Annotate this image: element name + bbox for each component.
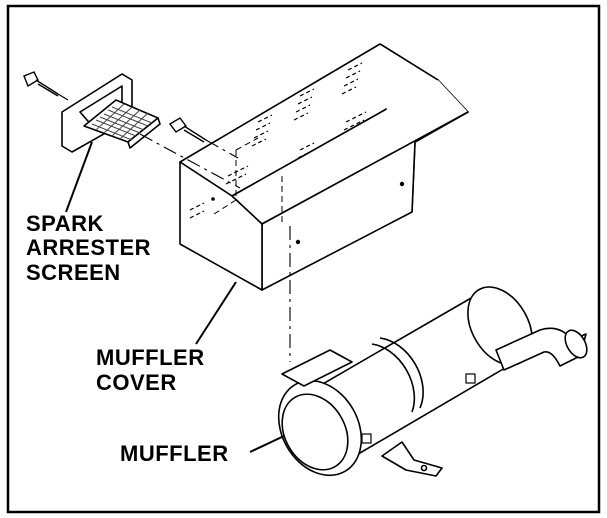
muffler-studs <box>361 373 476 444</box>
label-muffler-cover-line1: MUFFLER <box>96 345 205 370</box>
muffler-top-bracket <box>281 349 353 387</box>
muffler-cover <box>179 43 469 291</box>
cover-mounting-holes <box>211 181 405 245</box>
label-spark-arrester-screen-line1: SPARK <box>26 211 104 236</box>
screw-right-icon <box>168 117 207 143</box>
muffler-mounting-foot <box>381 441 443 477</box>
muffler <box>277 286 533 477</box>
leader-muffler-cover <box>195 281 237 345</box>
cover-hidden-lines <box>213 137 283 222</box>
label-muffler-cover-line2: COVER <box>96 370 177 395</box>
label-spark-arrester-screen-line3: SCREEN <box>26 260 121 285</box>
label-spark-arrester-screen-line2: ARRESTER <box>26 235 152 260</box>
spark-arrester-screen <box>61 73 161 153</box>
screen-mesh <box>91 103 153 141</box>
diagram-frame <box>6 4 601 514</box>
screw-left-icon <box>23 71 59 97</box>
exhaust-pipe <box>495 327 588 371</box>
leader-muffler <box>249 435 285 453</box>
label-muffler: MUFFLER <box>120 441 229 466</box>
leader-spark-arrester <box>65 141 93 213</box>
alignment-lines <box>57 93 291 362</box>
leader-lines <box>65 141 285 453</box>
